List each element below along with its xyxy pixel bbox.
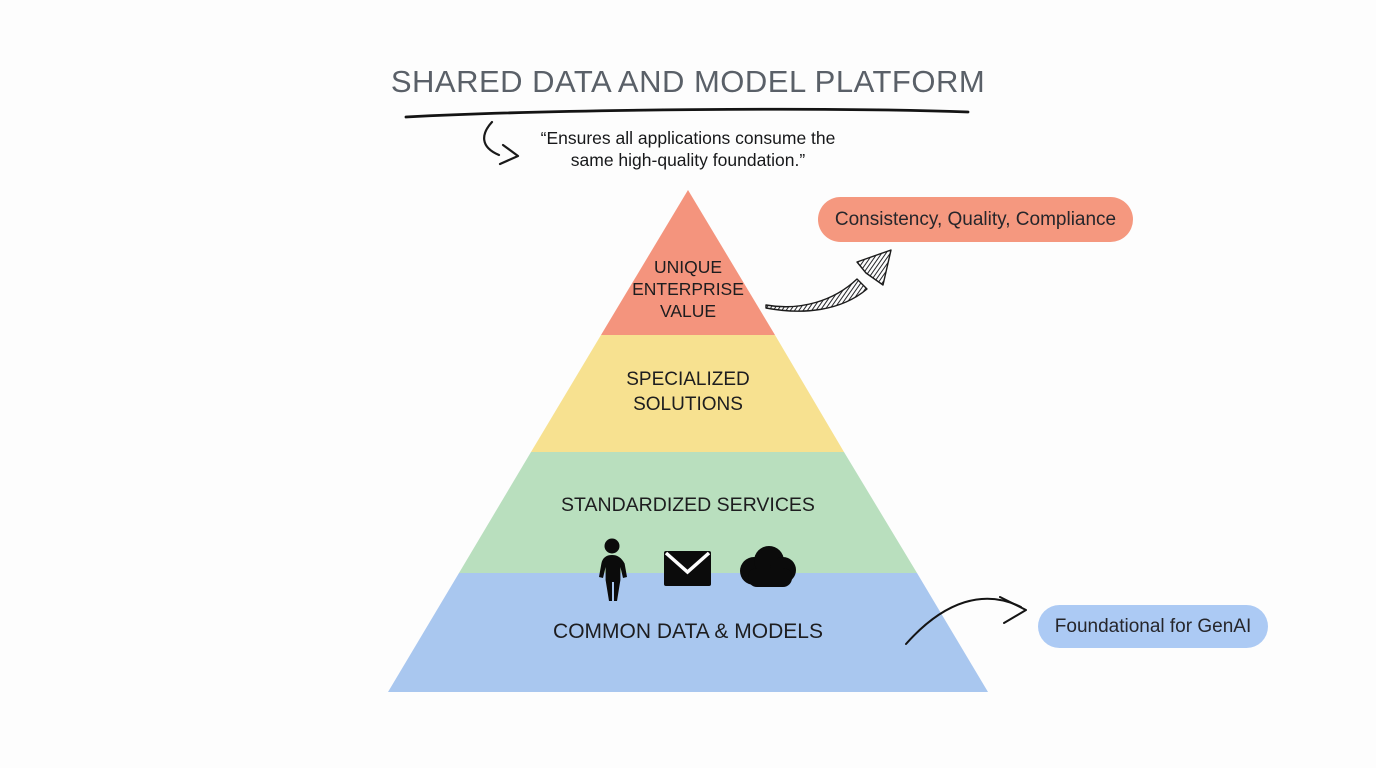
title-underline [404,107,970,119]
cloud-icon [740,546,796,587]
pyramid-layer-specialized-solutions [531,335,844,452]
callout-bottom-label: Foundational for GenAI [1054,615,1252,637]
subtitle-quote: “Ensures all applications consume the sa… [540,128,836,170]
quote-arrow-icon [483,120,520,166]
layer-label-common-data-models: COMMON DATA & MODELS [553,620,823,643]
layer-label-standardized-services: STANDARDIZED SERVICES [561,494,815,516]
top-callout-arrow-icon [765,249,892,312]
callout-consistency-quality-compliance: Consistency, Quality, Compliance [818,197,1133,242]
person-icon [599,538,627,601]
envelope-icon [664,551,711,586]
pyramid-layer-unique-enterprise-value [601,190,775,335]
callout-top-label: Consistency, Quality, Compliance [834,208,1117,230]
callout-foundational-for-genai: Foundational for GenAI [1038,605,1268,648]
page-title: SHARED DATA AND MODEL PLATFORM [390,64,986,99]
layer-label-unique-enterprise-value: UNIQUE ENTERPRISE VALUE [632,257,744,321]
pyramid-layer-standardized-services [459,452,917,573]
pyramid-layer-common-data-models [388,573,988,692]
layer-label-specialized-solutions: SPECIALIZED SOLUTIONS [626,369,750,415]
bottom-callout-arrow-icon [905,596,1027,645]
